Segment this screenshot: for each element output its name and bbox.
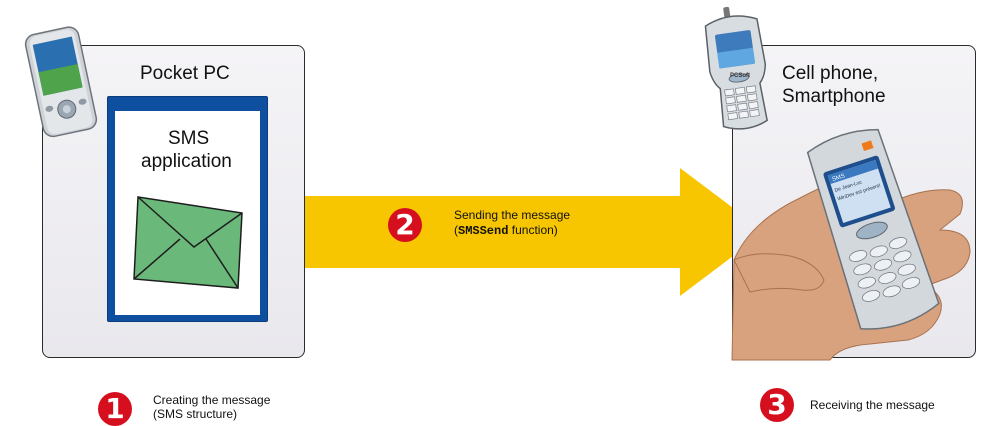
cell-phone-title-line2: Smartphone	[782, 85, 886, 108]
sms-app-label-line2: application	[141, 150, 232, 173]
step-3-caption: Receiving the message	[810, 398, 935, 412]
pocket-pc-icon	[20, 22, 100, 142]
step-2-badge: 2	[388, 208, 422, 242]
step-2-caption-tail: function)	[508, 223, 557, 237]
envelope-icon	[132, 195, 252, 290]
hand-phone-icon: SMS De Jean-Luc WinDev est présent!	[720, 130, 980, 360]
step-1-caption-line2: (SMS structure)	[153, 407, 237, 421]
phone-brand-label: PCSoft	[730, 73, 750, 79]
step-3-badge: 3	[760, 388, 794, 422]
step-1-caption-line1: Creating the message	[153, 393, 270, 407]
step-2-caption-line1: Sending the message	[454, 208, 570, 222]
step-1-badge: 1	[98, 392, 132, 426]
pocket-pc-title: Pocket PC	[140, 62, 230, 85]
smartphone-icon	[702, 6, 774, 136]
step-2-caption-line2: (SMSSend function)	[454, 223, 558, 238]
cell-phone-title-line1: Cell phone,	[782, 62, 878, 85]
sms-app-label-line1: SMS	[168, 127, 209, 150]
step-2-function-code: SMSSend	[458, 224, 508, 238]
